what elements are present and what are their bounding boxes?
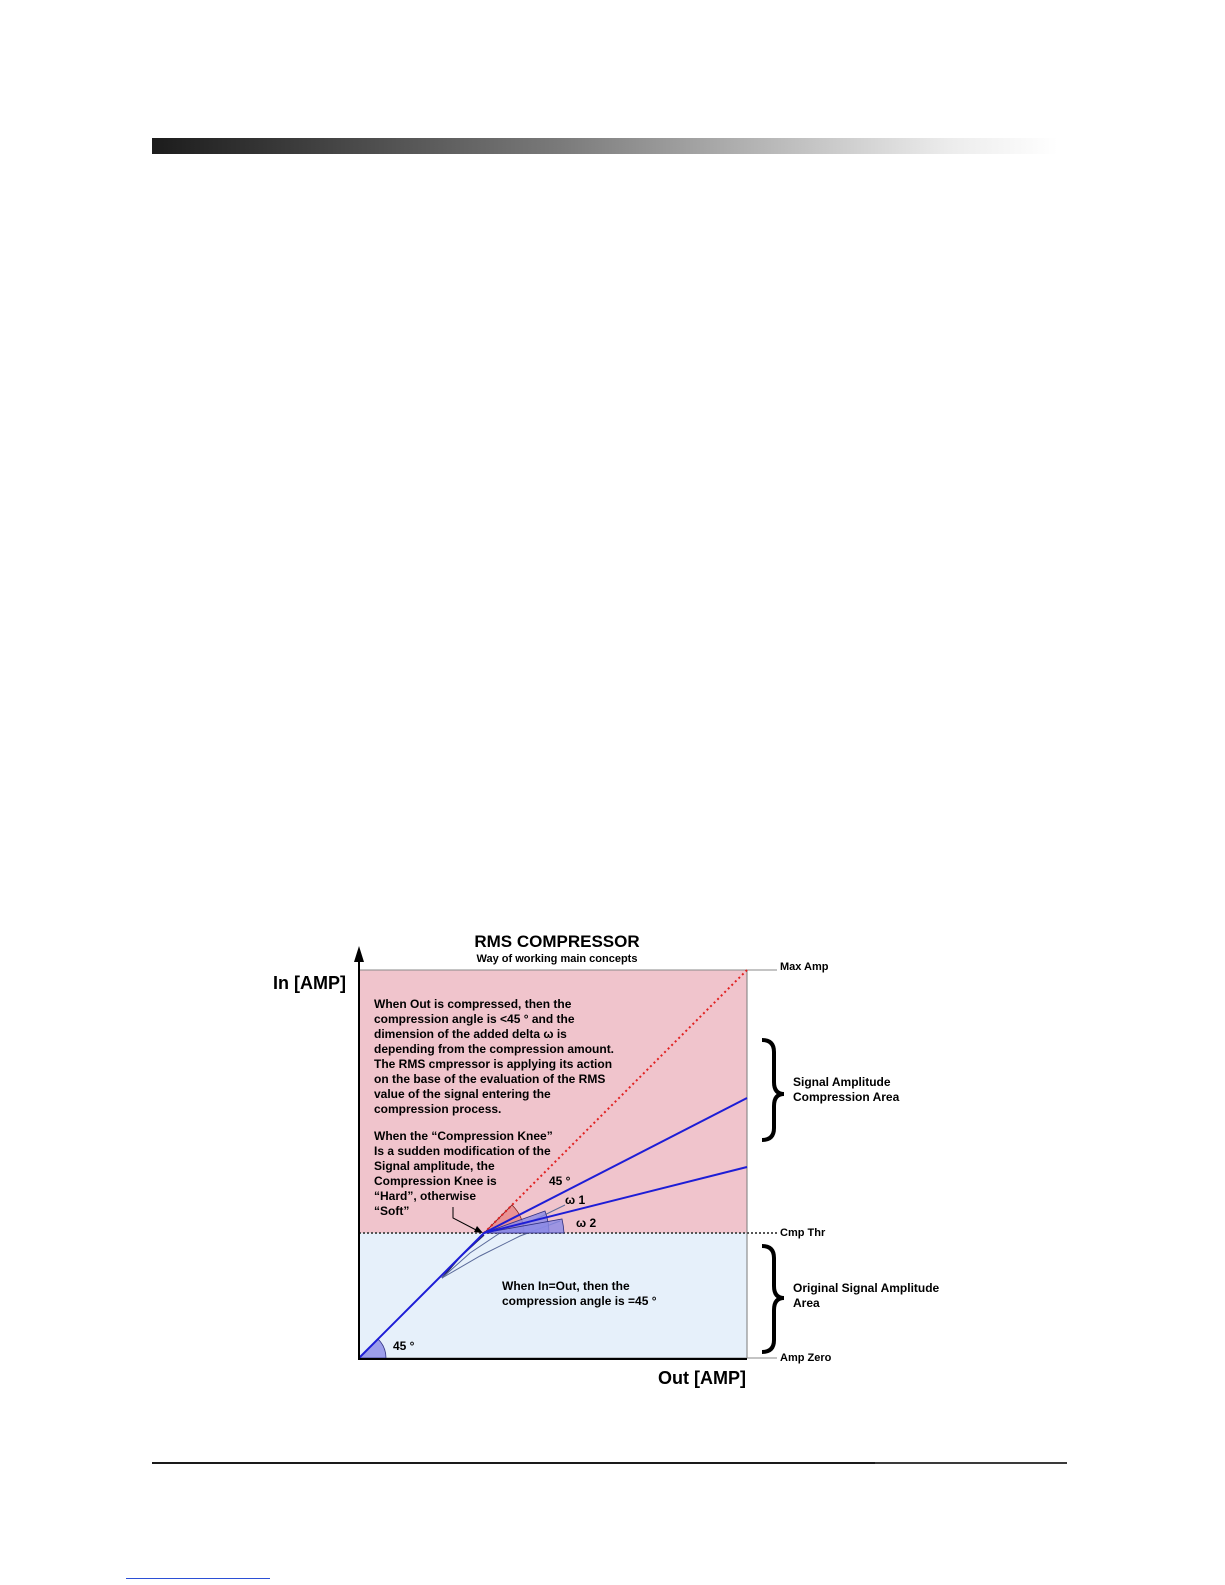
unity-note: When In=Out, then the compression angle … — [502, 1279, 657, 1308]
linear-segment — [358, 1232, 485, 1359]
unity-gain-dotted-line — [483, 969, 748, 1234]
angle-45-lower-label: 45 ° — [393, 1339, 415, 1353]
knee-note: When the “Compression Knee” Is a sudden … — [374, 1129, 556, 1218]
max-amp-label: Max Amp — [780, 961, 829, 973]
knee-pointer-line — [452, 1207, 479, 1232]
omega2-wedge — [483, 1218, 565, 1234]
diagram-subtitle: Way of working main concepts — [477, 953, 638, 965]
footer-link-underline — [126, 1578, 270, 1579]
compression-area-brace — [761, 1038, 785, 1142]
compression-curve-omega2 — [483, 1166, 748, 1234]
y-axis-label: In [AMP] — [273, 973, 346, 993]
compression-angle-note: When Out is compressed, then the compres… — [374, 997, 617, 1116]
knee-pointer-arrowhead — [474, 1226, 483, 1233]
original-area-label: Original Signal Amplitude Area — [793, 1281, 943, 1310]
original-area-brace — [761, 1244, 785, 1354]
x-axis-label: Out [AMP] — [658, 1368, 746, 1388]
compression-area — [359, 970, 747, 1233]
angle-45-upper-label: 45 ° — [549, 1174, 571, 1188]
original-area — [359, 1233, 747, 1358]
cmp-thr-label: Cmp Thr — [780, 1227, 826, 1239]
footer-rule — [152, 1462, 875, 1464]
compression-curve-omega1 — [483, 1097, 748, 1234]
omega1-label: ω 1 — [565, 1193, 585, 1207]
compression-area-label: Signal Amplitude Compression Area — [793, 1075, 900, 1104]
header-gradient-bar — [152, 138, 1058, 154]
amp-zero-label: Amp Zero — [780, 1352, 832, 1364]
omega2-label: ω 2 — [576, 1216, 596, 1230]
diagram-title: RMS COMPRESSOR — [474, 932, 639, 951]
footer-rule-right — [875, 1462, 1067, 1464]
y-axis-arrow — [354, 946, 364, 962]
